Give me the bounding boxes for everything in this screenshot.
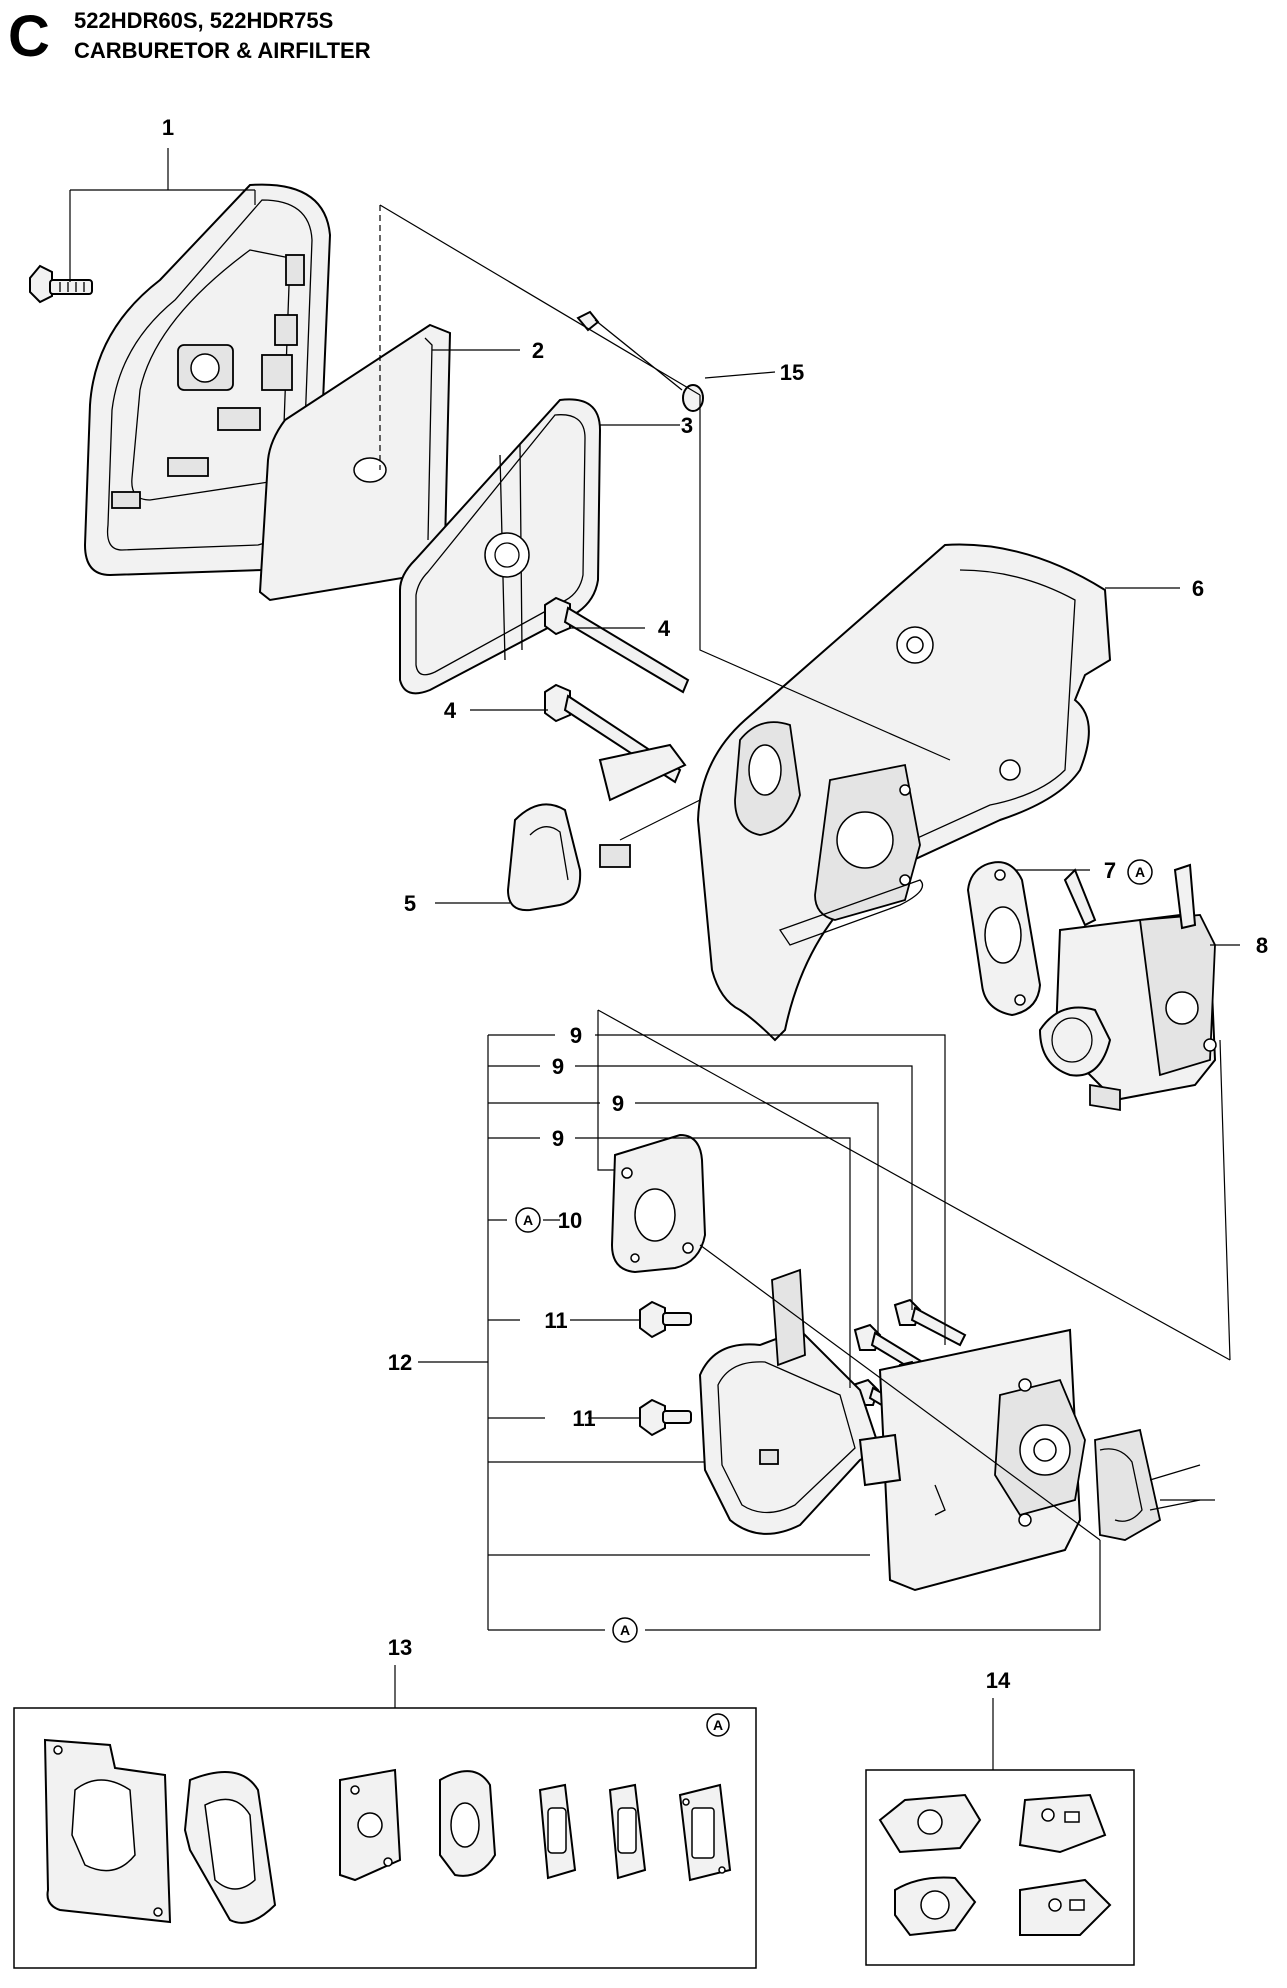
kit-13-marker	[706, 1713, 730, 1737]
model-numbers: 522HDR60S, 522HDR75S	[74, 8, 334, 33]
part-6-housing	[696, 543, 1112, 1042]
callout-4-lower: 4	[444, 698, 457, 723]
callout-5: 5	[404, 891, 416, 916]
page-title: CARBURETOR & AIRFILTER	[74, 38, 371, 63]
marker-a-bracket	[612, 1617, 638, 1643]
callout-2: 2	[532, 338, 544, 363]
callout-7: 7	[1104, 858, 1116, 883]
marker-a-part-10	[515, 1207, 541, 1233]
callout-6: 6	[1192, 576, 1204, 601]
callout-9-fourth: 9	[552, 1126, 564, 1151]
callout-9-second: 9	[552, 1054, 564, 1079]
callout-10: 10	[558, 1208, 582, 1233]
callout-8: 8	[1256, 933, 1268, 958]
marker-a-part-10-letter: A	[523, 1212, 533, 1228]
callout-3: 3	[681, 413, 693, 438]
callout-11-upper: 11	[544, 1308, 567, 1333]
reference-markers: A A A	[515, 859, 1153, 1643]
part-11-screw-lower	[639, 1398, 692, 1437]
callout-9-first: 9	[570, 1023, 582, 1048]
part-4-bolt-upper	[544, 596, 690, 694]
part-15-fuel-line	[576, 310, 704, 412]
marker-a-part-7	[1127, 859, 1153, 885]
part-7-gasket	[966, 861, 1042, 1017]
marker-a-part-7-letter: A	[1135, 864, 1145, 880]
callout-13: 13	[388, 1635, 412, 1660]
part-1-cover-screw	[29, 264, 93, 304]
kit-14-carburetor-kit	[865, 1769, 1135, 1966]
part-10-gasket	[610, 1133, 707, 1274]
callout-4-upper: 4	[658, 616, 671, 641]
callout-12: 12	[388, 1350, 412, 1375]
part-8-carburetor	[1038, 863, 1217, 1112]
kit-13-gasket-set: A	[13, 1707, 757, 1969]
callout-15: 15	[780, 360, 804, 385]
callout-9-third: 9	[612, 1091, 624, 1116]
section-letter: C	[8, 4, 50, 69]
callout-11-lower: 11	[572, 1406, 595, 1431]
marker-a-bracket-letter: A	[620, 1622, 630, 1638]
part-11-screw-upper	[639, 1300, 692, 1339]
part-12-carb-mount	[698, 1268, 1162, 1592]
callout-14: 14	[986, 1668, 1011, 1693]
callout-leaders	[69, 148, 1240, 1770]
callout-1: 1	[162, 115, 174, 140]
kit-13-marker-letter: A	[713, 1717, 723, 1733]
part-5-choke-lever	[506, 743, 687, 912]
callout-labels: 1 2 3 4 4 5 6 7 8 9 9 9 9 10 11 11 12 13…	[162, 115, 1268, 1693]
